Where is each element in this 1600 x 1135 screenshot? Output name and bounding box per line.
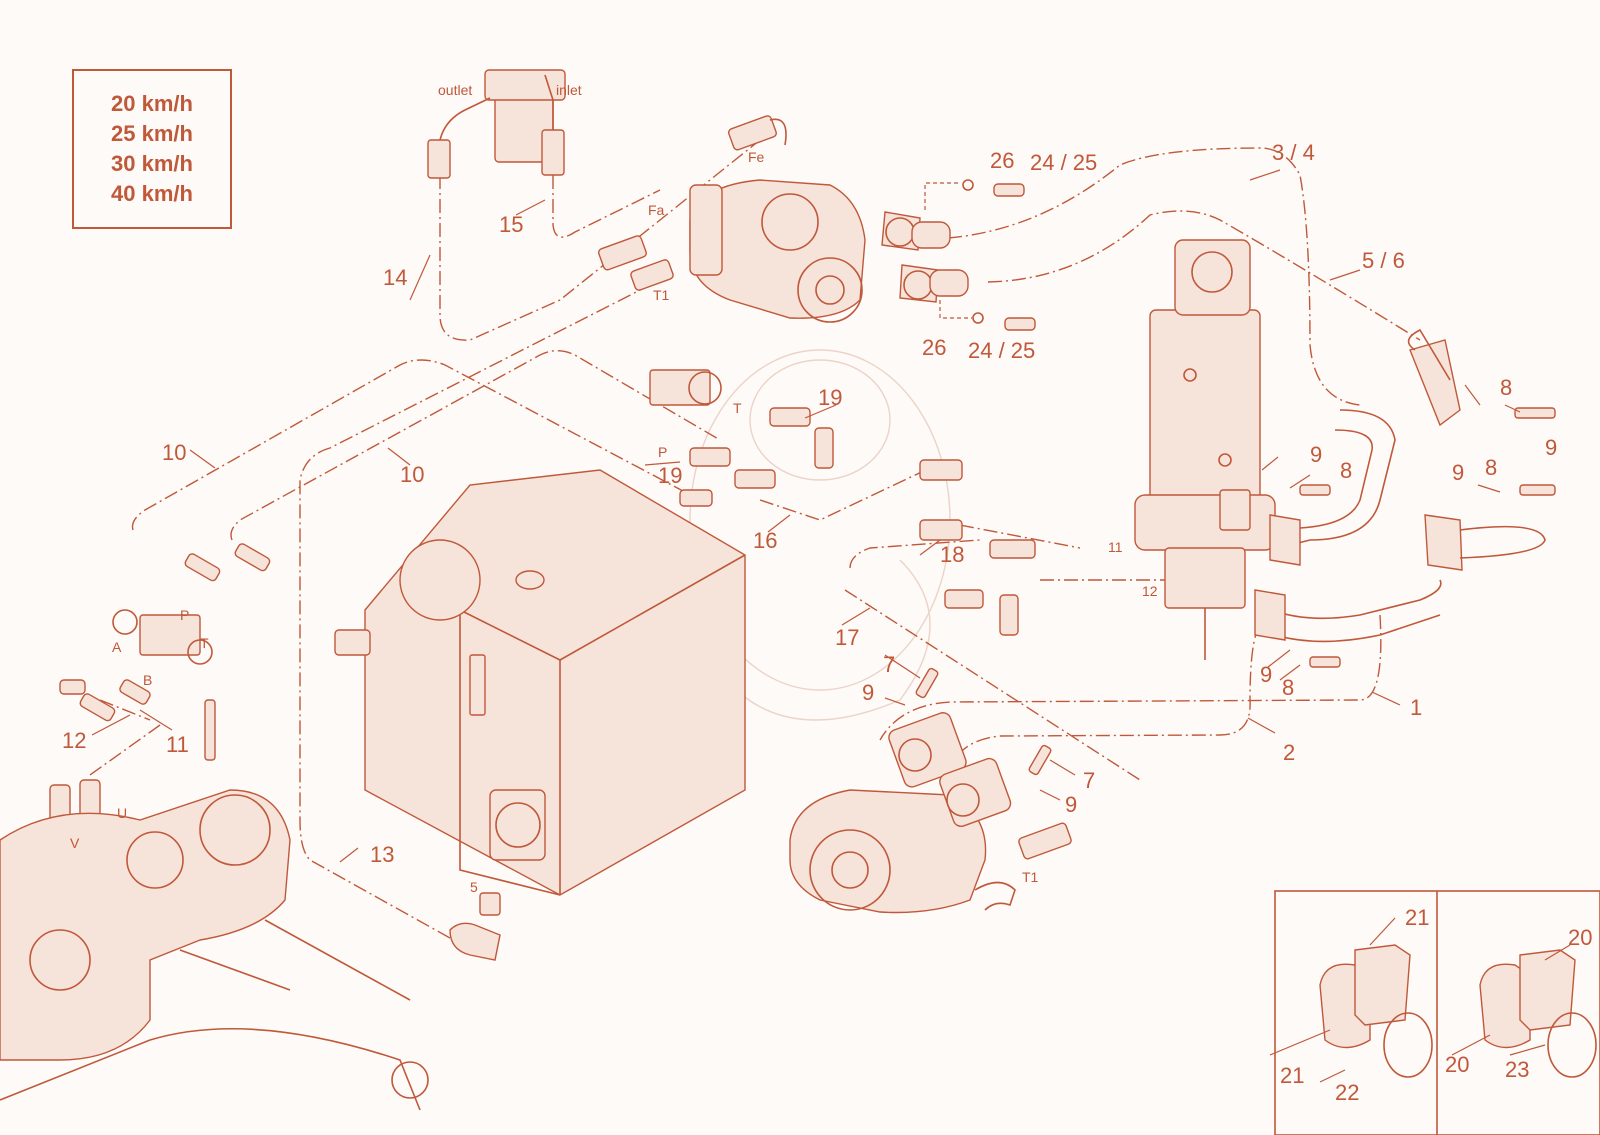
speed-20: 20 km/h <box>111 91 193 116</box>
callout-14: 14 <box>383 265 407 290</box>
speed-25: 25 km/h <box>111 121 193 146</box>
callout-16: 16 <box>753 528 777 553</box>
callout-2: 2 <box>1283 740 1295 765</box>
callout-5-6: 5 / 6 <box>1362 248 1405 273</box>
callout-19b: 19 <box>658 463 682 488</box>
callout-9b: 9 <box>1310 442 1322 467</box>
hydraulic-tank <box>334 469 746 896</box>
hose-3-4 <box>947 147 1361 406</box>
port-t-block: T <box>200 635 209 651</box>
travel-motor <box>789 667 1072 914</box>
port-p-valve: P <box>658 444 667 460</box>
port-labels: outlet inlet Fe Fa T1 T1 T P P T A B U V… <box>70 82 1158 895</box>
fittings-top <box>597 115 1036 331</box>
callout-17: 17 <box>835 625 859 650</box>
callout-19a: 19 <box>818 385 842 410</box>
speed-40: 40 km/h <box>111 181 193 206</box>
callout-9d: 9 <box>1260 662 1272 687</box>
callout-8c: 8 <box>1485 455 1497 480</box>
callout-9f: 9 <box>1065 792 1077 817</box>
port-t1-motor: T1 <box>1022 869 1039 885</box>
callout-24-25a: 24 / 25 <box>1030 150 1097 175</box>
callout-9c: 9 <box>1452 460 1464 485</box>
callout-labels: 1 2 3 / 4 5 / 6 7 7 8 8 8 8 9 9 9 9 9 9 … <box>62 140 1592 1105</box>
callout-9a: 9 <box>1545 435 1557 460</box>
hose-5-6 <box>987 210 1421 341</box>
callout-8b: 8 <box>1340 458 1352 483</box>
callout-21b: 21 <box>1280 1063 1304 1088</box>
hose-13 <box>299 284 651 939</box>
callout-9e: 9 <box>862 680 874 705</box>
callout-10a: 10 <box>162 440 186 465</box>
hose-1 <box>879 614 1382 741</box>
callout-1: 1 <box>1410 695 1422 720</box>
callout-7a: 7 <box>883 652 895 677</box>
hose-11-12 <box>89 699 161 776</box>
callout-26b: 26 <box>922 335 946 360</box>
port-outlet: outlet <box>438 82 472 98</box>
callout-22: 22 <box>1335 1080 1359 1105</box>
callout-13: 13 <box>370 842 394 867</box>
callout-18: 18 <box>940 542 964 567</box>
callout-11: 11 <box>166 732 189 757</box>
callout-10b: 10 <box>400 462 424 487</box>
hose-15 <box>552 175 661 238</box>
hose-17 <box>844 539 1141 781</box>
callout-7b: 7 <box>1083 768 1095 793</box>
rotary-joint <box>1134 239 1276 660</box>
callout-20b: 20 <box>1445 1052 1469 1077</box>
transmission-assembly <box>0 699 429 1111</box>
port-v: V <box>70 835 80 851</box>
hose-2 <box>949 624 1261 771</box>
flange-kit-inset <box>1274 890 1600 1135</box>
valve-block-center <box>649 369 1036 636</box>
callout-15: 15 <box>499 212 523 237</box>
callout-8a: 8 <box>1500 375 1512 400</box>
callout-12: 12 <box>62 728 86 753</box>
port-11: 11 <box>1108 539 1123 555</box>
callout-20a: 20 <box>1568 925 1592 950</box>
callout-8d: 8 <box>1282 675 1294 700</box>
port-u: U <box>117 805 127 821</box>
port-t-valve: T <box>733 400 742 416</box>
port-inlet: inlet <box>556 82 582 98</box>
port-5: 5 <box>470 879 478 895</box>
port-p-block: P <box>180 607 189 623</box>
port-fe: Fe <box>748 149 765 165</box>
drain-fitting <box>449 892 501 961</box>
port-a-block: A <box>112 639 122 655</box>
hose-10b <box>230 350 721 541</box>
travel-pump <box>689 179 969 323</box>
port-t1-pump: T1 <box>653 287 670 303</box>
pipes-right <box>1254 328 1556 668</box>
hose-16 <box>759 467 931 521</box>
speed-variant-box: 20 km/h 25 km/h 30 km/h 40 km/h <box>72 69 232 229</box>
leader-lines <box>91 169 1571 1083</box>
hose-10a <box>131 359 701 531</box>
brake-valve-block <box>49 543 271 826</box>
callout-21a: 21 <box>1405 905 1429 930</box>
port-12: 12 <box>1142 583 1158 599</box>
pressure-filter <box>427 69 566 179</box>
callout-23: 23 <box>1505 1057 1529 1082</box>
callout-3-4: 3 / 4 <box>1272 140 1315 165</box>
port-b-block: B <box>143 672 152 688</box>
callout-26a: 26 <box>990 148 1014 173</box>
speed-30: 30 km/h <box>111 151 193 176</box>
callout-24-25b: 24 / 25 <box>968 338 1035 363</box>
port-fa: Fa <box>648 202 665 218</box>
